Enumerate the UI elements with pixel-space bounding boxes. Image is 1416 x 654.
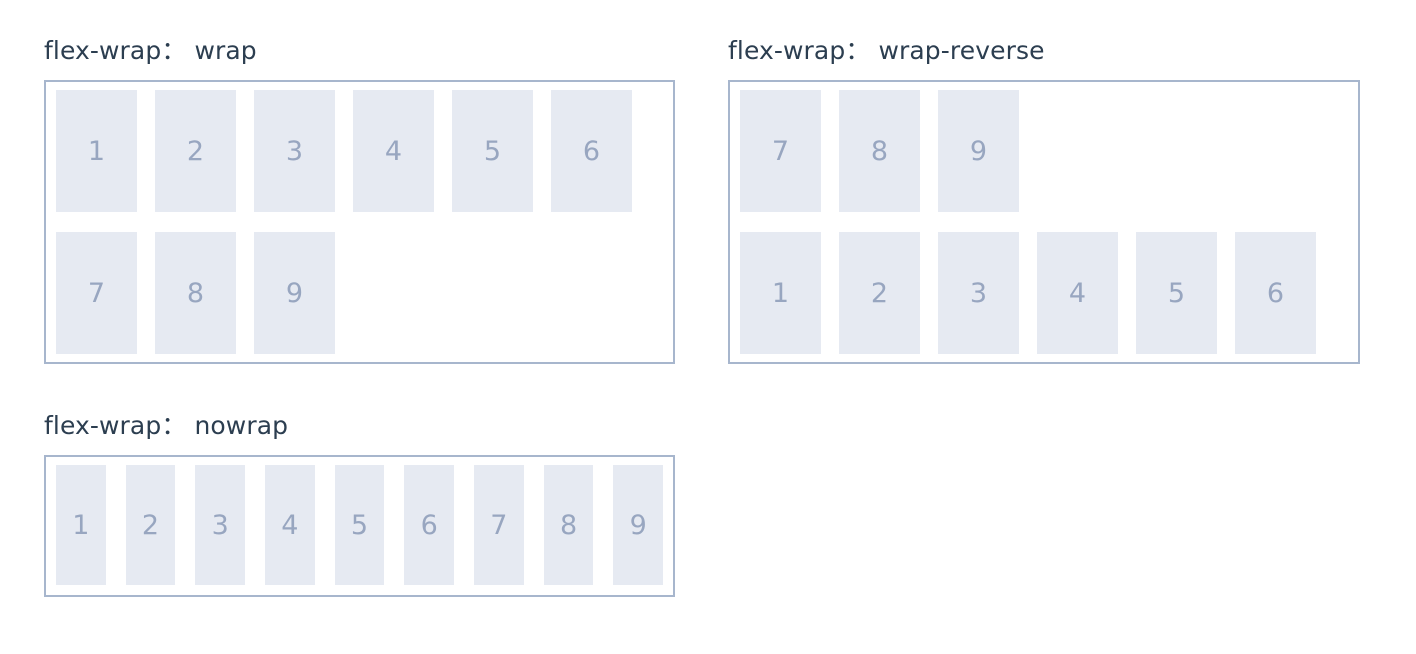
flex-item: 7	[56, 232, 137, 354]
flex-item: 4	[1037, 232, 1118, 354]
flex-item: 7	[474, 465, 524, 585]
flex-item: 1	[56, 465, 106, 585]
flex-item: 3	[938, 232, 1019, 354]
flex-item: 2	[155, 90, 236, 212]
flex-wrap-demo-wrap: flex-wrap： wrap 1 2 3 4 5 6 7 8 9	[44, 36, 675, 364]
flex-container-wrap: 1 2 3 4 5 6 7 8 9	[44, 80, 675, 364]
flex-item: 9	[613, 465, 664, 585]
flex-item: 8	[543, 465, 594, 585]
flex-item: 4	[265, 465, 315, 585]
flex-item: 2	[125, 465, 176, 585]
flex-item: 6	[551, 90, 632, 212]
flex-item: 7	[740, 90, 821, 212]
flex-item: 1	[740, 232, 821, 354]
flex-item: 8	[839, 90, 920, 212]
flex-wrap-heading-nowrap: flex-wrap： nowrap	[44, 411, 289, 440]
flex-item: 5	[452, 90, 533, 212]
flex-wrap-heading-wrap: flex-wrap： wrap	[44, 36, 257, 65]
flex-item: 8	[155, 232, 236, 354]
flex-wrap-demo-nowrap: flex-wrap： nowrap 1 2 3 4 5 6 7 8 9	[44, 411, 675, 597]
flex-container-nowrap: 1 2 3 4 5 6 7 8 9	[44, 455, 675, 597]
flex-item: 1	[56, 90, 137, 212]
flex-container-wrap-reverse: 1 2 3 4 5 6 7 8 9	[728, 80, 1360, 364]
flex-item: 2	[839, 232, 920, 354]
flex-item: 3	[195, 465, 246, 585]
flex-item: 6	[1235, 232, 1316, 354]
flex-wrap-heading-wrap-reverse: flex-wrap： wrap-reverse	[728, 36, 1045, 65]
flex-item: 5	[334, 465, 385, 585]
flex-item: 4	[353, 90, 434, 212]
flex-wrap-demo-wrap-reverse: flex-wrap： wrap-reverse 1 2 3 4 5 6 7 8 …	[728, 36, 1360, 364]
flex-item: 9	[938, 90, 1019, 212]
flex-item: 5	[1136, 232, 1217, 354]
flex-item: 3	[254, 90, 335, 212]
flex-item: 6	[404, 465, 455, 585]
flex-item: 9	[254, 232, 335, 354]
